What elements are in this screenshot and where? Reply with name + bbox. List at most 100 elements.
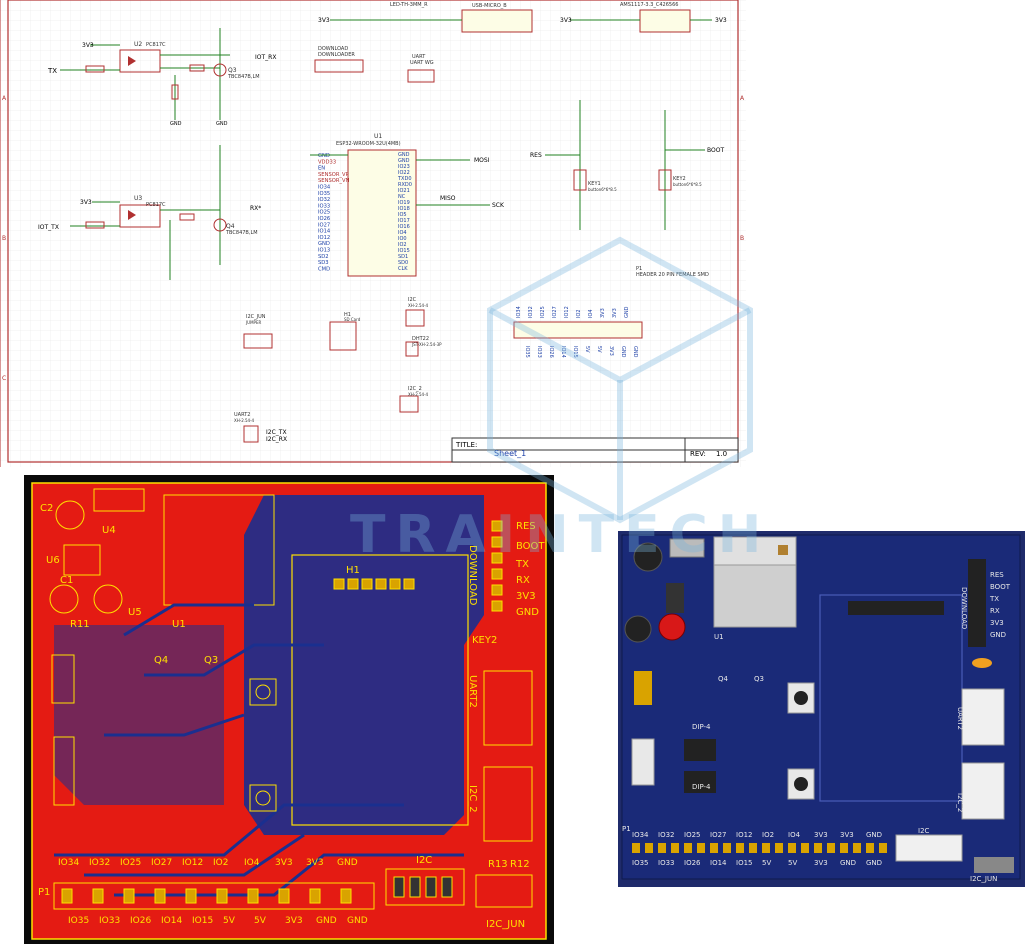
u1-right-pin: SD1 <box>398 254 408 260</box>
svg-text:GND: GND <box>216 121 228 127</box>
header-top-pin: IO2 <box>576 309 582 318</box>
opto-block-2: U3 PC817C Q4 TBC847B,LM IOT_TX RX* 3V3 <box>38 145 261 280</box>
p1-pad-3d <box>645 843 653 853</box>
title-block: TITLE: Sheet_1 REV: 1.0 <box>451 437 739 463</box>
svg-text:I2C_JUN: I2C_JUN <box>970 875 997 883</box>
u1-right-pin: RXD0 <box>398 182 412 188</box>
svg-text:A: A <box>2 95 7 102</box>
pcb-header-top-label: IO32 <box>89 858 110 868</box>
u1-left-pin: IO34 <box>318 185 331 191</box>
svg-text:JST-XH-2.54-3P: JST-XH-2.54-3P <box>411 342 442 347</box>
svg-text:U5: U5 <box>128 607 142 618</box>
pcb3d-header-bottom-label: IO26 <box>684 859 701 867</box>
svg-text:MISO: MISO <box>440 195 456 202</box>
download-pads <box>491 520 503 612</box>
u1-right-pin: CLK <box>398 266 408 272</box>
svg-text:A: A <box>740 95 745 102</box>
svg-text:R12: R12 <box>510 859 530 870</box>
svg-text:TX: TX <box>989 595 999 603</box>
svg-text:BOOT: BOOT <box>707 147 724 154</box>
svg-text:DOWNLOADER: DOWNLOADER <box>318 52 355 58</box>
u1-left-pin: CMD <box>318 266 330 272</box>
svg-text:3V3: 3V3 <box>560 17 572 24</box>
p1-pad-3d <box>840 843 848 853</box>
pcb3d-header-top-label: IO34 <box>632 831 649 839</box>
schematic-frame <box>7 0 739 463</box>
svg-text:RX: RX <box>990 607 1000 615</box>
schematic-panel: A B C A B U2 PC817C Q3 TBC847B,LM TX IOT… <box>0 0 746 467</box>
p1-pad-3d <box>762 843 770 853</box>
u1-right-pin: IO23 <box>398 164 410 170</box>
u1-right-pin: GND <box>398 152 410 158</box>
pcb-3d-svg: DOWNLOAD UART2 I2C_2 I2C I2C_JUN RES BOO… <box>618 531 1025 887</box>
pcb3d-header-bottom-label: IO15 <box>736 859 752 867</box>
pcb-header-bottom-label: IO26 <box>130 916 151 926</box>
svg-text:3V3: 3V3 <box>80 199 92 206</box>
u1-left-pin: IO12 <box>318 235 330 241</box>
pcb-label-3v3: 3V3 <box>516 591 536 602</box>
pcb3d-header-top-label: GND <box>866 831 882 839</box>
svg-text:USB-MICRO_B: USB-MICRO_B <box>472 3 507 9</box>
title-label: TITLE: <box>455 441 477 449</box>
svg-text:I2C: I2C <box>408 297 417 303</box>
svg-text:KEY1: KEY1 <box>588 181 601 187</box>
pcb-label-rx: RX <box>516 575 530 586</box>
pcb-header-bottom-label: IO33 <box>99 916 120 926</box>
u1-left-pin: IO27 <box>318 222 330 228</box>
i2c-connector: I2C XH-2.54-4 <box>405 297 429 327</box>
svg-text:ESP32-WROOM-32U(4MB): ESP32-WROOM-32U(4MB) <box>336 141 401 147</box>
pcb-header-bottom-label: 5V <box>254 916 267 926</box>
u1-right-pin: IO21 <box>398 188 410 194</box>
header-top-pin: IO27 <box>552 306 558 318</box>
svg-text:H1: H1 <box>346 565 360 576</box>
u1-left-pin: SD3 <box>318 260 329 266</box>
p1-pad-3d <box>736 843 744 853</box>
pcb-label-boot: BOOT <box>516 541 545 552</box>
p1-pads <box>61 888 352 904</box>
u1-right-pin: IO0 <box>398 236 407 242</box>
u1-left-pin: IO33 <box>318 203 330 209</box>
esp32-u1: U1 ESP32-WROOM-32U(4MB) GNDVDD33ENSENSOR… <box>310 133 505 277</box>
h1-pad <box>389 578 401 590</box>
u1-left-pin: IO14 <box>318 229 331 235</box>
u1-right-pin: IO22 <box>398 170 410 176</box>
svg-text:AMS1117-3.3_C426566: AMS1117-3.3_C426566 <box>620 2 678 8</box>
h1-pad <box>361 578 373 590</box>
svg-text:GND: GND <box>170 121 182 127</box>
svg-text:Q4: Q4 <box>718 675 729 683</box>
u1-left-pins: GNDVDD33ENSENSOR_VPSENSOR_VNIO34IO35IO32… <box>318 153 350 272</box>
net-rx: RX* <box>250 205 261 212</box>
header-bottom-pin: 3V3 <box>608 346 614 356</box>
svg-text:Q3: Q3 <box>228 67 237 74</box>
svg-text:RES: RES <box>530 152 542 159</box>
i2cjun-connector: I2C_JUN JUMPER <box>243 314 273 349</box>
u1-right-pin: IO19 <box>398 200 410 206</box>
pcb-uart2-label: UART2 <box>467 675 478 708</box>
svg-text:LED-TH-3MM_R: LED-TH-3MM_R <box>390 2 428 8</box>
u1-right-pin: IO16 <box>398 224 410 230</box>
u1-left-pin: GND <box>318 241 330 247</box>
svg-text:TBC847B,LM: TBC847B,LM <box>225 230 258 236</box>
header-bottom-pin: GND <box>620 346 626 358</box>
pcb3d-header-top-label: IO12 <box>736 831 752 839</box>
svg-text:MOSI: MOSI <box>474 157 490 164</box>
p1-pad-3d <box>801 843 809 853</box>
pcb-header-bottom-label: 3V3 <box>285 916 303 926</box>
pcb-layout-svg: RES BOOT TX RX 3V3 GND DOWNLOAD UART2 I2… <box>24 475 554 944</box>
pcb-layout-panel: RES BOOT TX RX 3V3 GND DOWNLOAD UART2 I2… <box>24 475 554 944</box>
u1-left-pin: IO35 <box>318 191 330 197</box>
svg-text:C1: C1 <box>60 575 73 586</box>
svg-text:U4: U4 <box>102 525 116 536</box>
pcb-header-bottom-label: GND <box>316 916 337 926</box>
pcb-header-top-label: IO4 <box>244 858 260 868</box>
svg-text:P1: P1 <box>636 266 642 272</box>
pcb-i2c2-label: I2C_2 <box>467 785 478 813</box>
header-top-pin: 3V3 <box>600 308 606 318</box>
svg-text:U6: U6 <box>46 555 60 566</box>
svg-text:SD Card: SD Card <box>344 317 361 322</box>
p1-pad <box>61 888 73 904</box>
p1-pad <box>216 888 228 904</box>
p1-pad <box>247 888 259 904</box>
dht22-connector: DHT22 JST-XH-2.54-3P <box>405 336 442 357</box>
p1-pad <box>340 888 352 904</box>
